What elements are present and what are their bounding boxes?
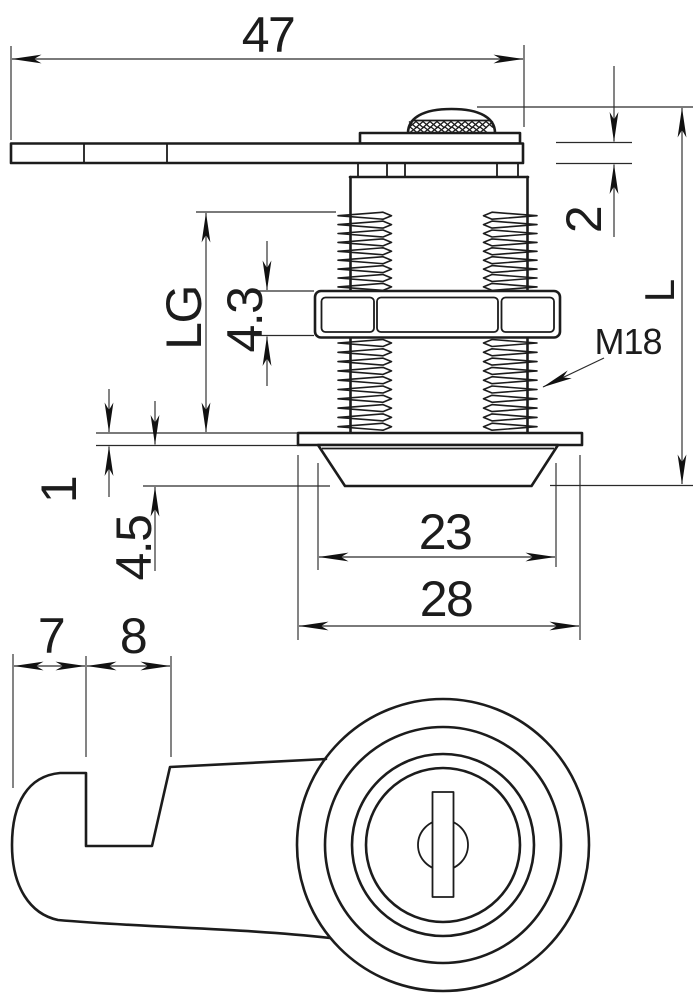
cap-dome [406,107,497,135]
lock-face [295,697,591,993]
cam-lever-bar [9,142,525,165]
front-view: 7 8 [10,608,591,993]
lock-face-ring-2 [323,725,563,965]
lock-face-ring-4 [364,766,522,924]
cam-hook-profile [10,757,332,940]
neck-tabs [357,163,519,177]
lock-face-ring-3 [350,752,536,938]
dim-label-flange-diameter: 28 [420,571,473,627]
dim-label-cam-length: 47 [242,7,295,63]
dim-cam-slot-width: 8 [86,608,172,757]
thread-callout: M18 [542,321,663,388]
dim-label-head-height: 4.5 [106,515,162,580]
dim-head-height: 4.5 [106,401,330,581]
dim-label-flange-thickness: 1 [31,477,87,503]
cap-plate [358,131,522,145]
dim-cam-thickness: 2 [556,66,632,237]
tapered-head [316,443,560,488]
dim-label-nut-height: 4.3 [217,287,273,352]
thread-spec-label: M18 [594,321,661,362]
dim-cam-length: 47 [10,7,525,140]
dim-flange-thickness: 1 [31,389,298,503]
dim-label-cam-slot-width: 8 [120,608,146,664]
dim-head-diameter: 23 [317,463,557,570]
lock-face-outer-ring [295,697,591,993]
flange-plate [296,431,584,447]
dim-flange-diameter: 28 [297,455,581,640]
thread-teeth [337,211,538,431]
dim-nut-height: 4.3 [217,241,314,386]
dim-cam-nose-width: 7 [12,608,87,788]
knurl-pattern [408,120,494,134]
dim-label-cam-nose-width: 7 [38,608,64,664]
cylinder-body-edges [349,175,529,435]
dim-label-cam-thickness: 2 [556,207,612,233]
dim-housing-length: L [477,106,693,487]
dim-thread-length: LG [156,211,336,433]
dim-label-housing-length: L [636,280,683,302]
keyway-slot [431,791,455,898]
dim-label-thread-length: LG [156,286,212,350]
dim-label-head-diameter: 23 [419,504,472,560]
hex-nut [313,289,562,339]
side-elevation-view: 47 2 L M18 LG [9,7,693,640]
